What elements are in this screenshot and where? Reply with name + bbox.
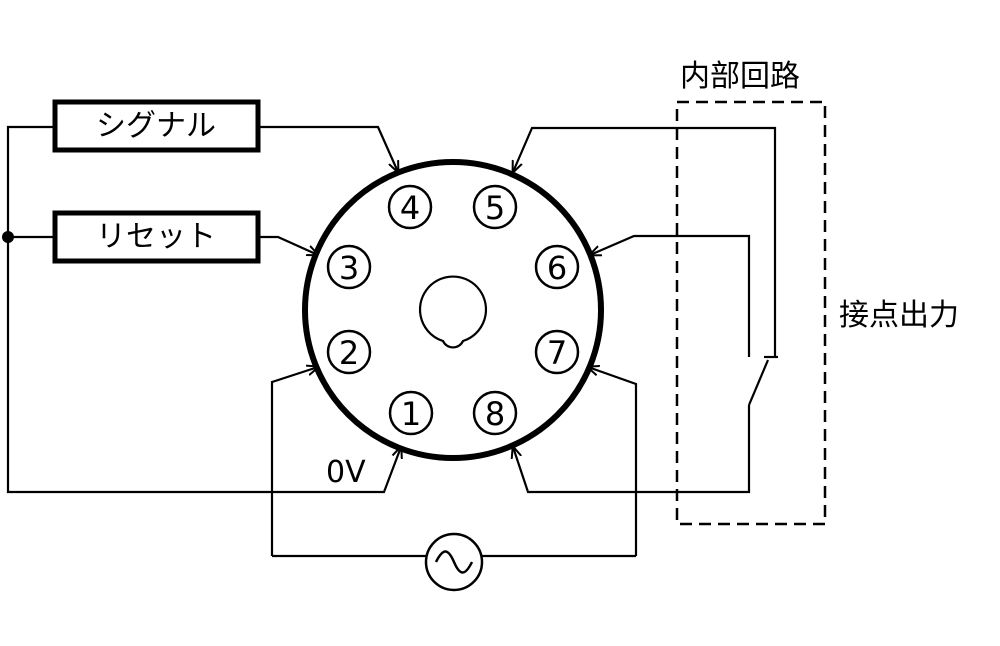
pin-4: 4 (387, 184, 433, 230)
junction-dot-icon (2, 231, 14, 243)
pin-number: 2 (339, 334, 359, 372)
pin-3: 3 (326, 244, 372, 290)
pin-number: 3 (339, 249, 359, 287)
pin-number: 8 (485, 395, 505, 433)
internal-circuit-label: 内部回路 (680, 59, 800, 94)
pin-number: 7 (547, 334, 567, 372)
reset-label: リセット (96, 220, 216, 255)
pin-2: 2 (326, 329, 372, 375)
center-key-icon (418, 275, 488, 349)
reset-input-box: リセット (52, 210, 261, 264)
relay-socket (302, 159, 604, 461)
pin-number: 5 (485, 189, 505, 227)
pin-number: 4 (400, 189, 420, 227)
pin-number: 1 (401, 395, 421, 433)
pin-7: 7 (534, 329, 580, 375)
ground-label: 0V (326, 455, 366, 490)
signal-wire (258, 125, 398, 172)
ac-sine-icon (424, 532, 484, 592)
pin-8: 8 (472, 390, 518, 436)
pin-6: 6 (534, 244, 580, 290)
pin-number: 6 (547, 249, 567, 287)
reset-wire (258, 235, 318, 255)
contact-output-label: 接点出力 (839, 298, 959, 333)
contact-output-wiring (513, 126, 778, 494)
pin-1: 1 (388, 390, 434, 436)
signal-input-box: シグナル (52, 99, 261, 153)
common-wire (2, 125, 401, 494)
pin-5: 5 (472, 184, 518, 230)
signal-label: シグナル (96, 109, 216, 144)
normally-open-contact-icon (747, 355, 778, 406)
internal-circuit-box: 内部回路 (675, 59, 827, 526)
ac-supply-wiring (270, 367, 638, 592)
